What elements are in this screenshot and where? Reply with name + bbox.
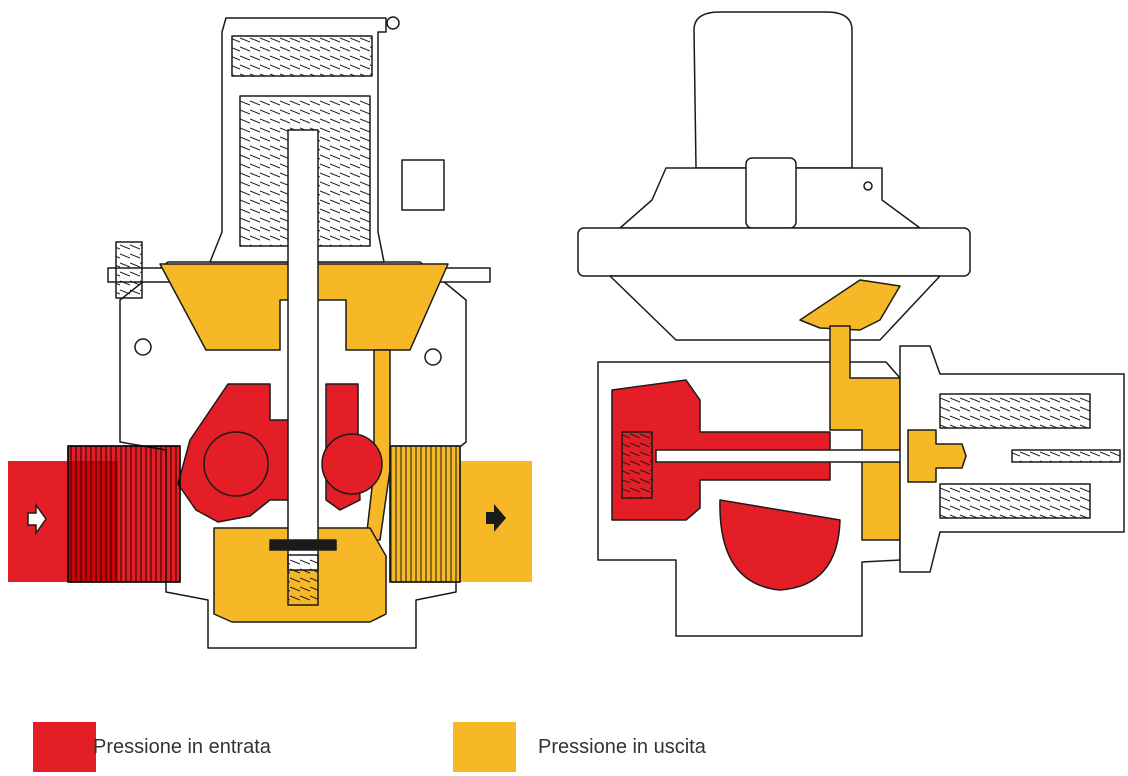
dome-mount-hole bbox=[863, 181, 873, 191]
actuator-spring-bottom bbox=[939, 483, 1091, 519]
stem-screw bbox=[287, 554, 319, 606]
left-regulator-section bbox=[8, 16, 532, 649]
outlet-thread bbox=[389, 445, 461, 583]
outlet-bore bbox=[321, 433, 383, 495]
legend-swatch-inlet bbox=[33, 722, 96, 772]
adjust-knob bbox=[745, 157, 797, 229]
inlet-flow-arrow-icon bbox=[27, 502, 47, 536]
legend-label-outlet: Pressione in uscita bbox=[538, 736, 706, 758]
stem-seat bbox=[269, 539, 337, 551]
vent-cap bbox=[401, 159, 445, 211]
housing-flange bbox=[577, 227, 971, 277]
cap-thread bbox=[231, 35, 373, 77]
mount-hole-right bbox=[424, 348, 442, 366]
valve-stem bbox=[287, 129, 319, 571]
inlet-spring bbox=[621, 431, 653, 499]
inlet-thread-bg bbox=[67, 445, 181, 583]
legend-swatch-outlet bbox=[453, 722, 516, 772]
legend-label-inlet: Pressione in entrata bbox=[93, 736, 271, 758]
inlet-bore bbox=[203, 431, 269, 497]
cap-ring bbox=[386, 16, 400, 30]
actuator-outlet-chamber bbox=[907, 429, 967, 483]
cone-outlet-pocket bbox=[799, 279, 901, 331]
cap-screw bbox=[115, 241, 143, 299]
diaphragm-outlet-chamber bbox=[159, 263, 449, 351]
regulator-cutaway-diagram bbox=[8, 11, 1125, 649]
mount-hole-left bbox=[134, 338, 152, 356]
actuator-spring-top bbox=[939, 393, 1091, 429]
right-valve-shaft bbox=[655, 449, 917, 463]
inlet-bowl bbox=[719, 499, 841, 591]
right-regulator-section bbox=[577, 11, 1125, 637]
dome-cover bbox=[693, 11, 853, 169]
outlet-flow-arrow-icon bbox=[486, 504, 506, 532]
actuator-screw bbox=[1011, 449, 1121, 463]
